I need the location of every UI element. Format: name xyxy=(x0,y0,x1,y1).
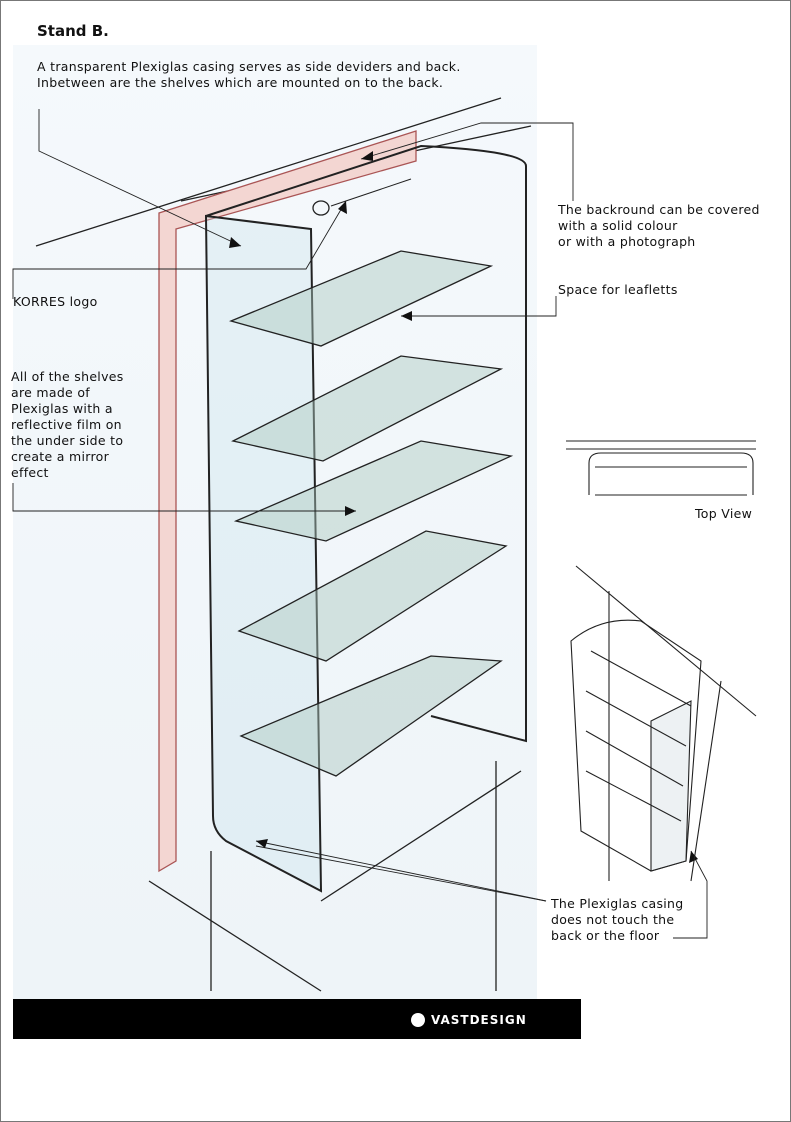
footer-bar xyxy=(13,999,581,1039)
top-view-label: Top View xyxy=(695,506,753,521)
leader-casing xyxy=(38,109,242,247)
annotation-logo: KORRES logo xyxy=(13,294,98,309)
leader-leaflets xyxy=(401,296,557,317)
wall-line xyxy=(35,97,502,247)
brand-name: VASTDESIGN xyxy=(431,1013,527,1027)
annotation-shelves: All of the shelves are made of Plexiglas… xyxy=(11,369,124,480)
page-title: Stand B. xyxy=(37,22,109,40)
leader-background xyxy=(360,122,574,201)
leader-logo xyxy=(12,200,347,299)
annotation-leaflets: Space for leafletts xyxy=(558,282,678,297)
leader-floor xyxy=(255,840,547,902)
leader-casing-small xyxy=(673,850,708,939)
brand-logo: VASTDESIGN xyxy=(411,1013,527,1027)
sketch-background xyxy=(13,45,537,1001)
top-view-sketch xyxy=(566,440,756,496)
perspective-sketch xyxy=(570,565,757,882)
annotation-casing: The Plexiglas casing does not touch the … xyxy=(551,896,684,943)
leader-shelves xyxy=(12,483,356,512)
vastdesign-logo-icon xyxy=(411,1013,425,1027)
intro-text: A transparent Plexiglas casing serves as… xyxy=(37,59,461,90)
annotation-background: The backround can be covered with a soli… xyxy=(558,202,760,249)
